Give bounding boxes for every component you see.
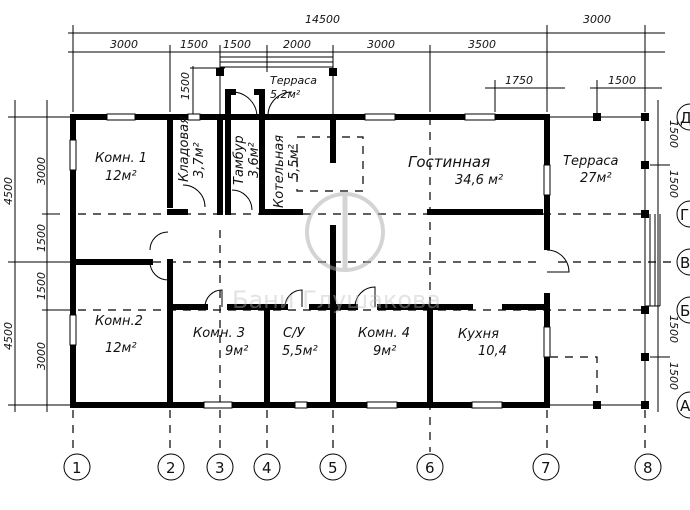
windows	[69, 113, 551, 409]
dim-left-outer: 4500	[2, 322, 15, 350]
axis-label: Д	[680, 109, 690, 127]
room-komn1-name: Комн. 1	[95, 151, 147, 166]
room-kotelnaya-area: 5,5м²	[287, 144, 302, 180]
axis-label: 5	[328, 459, 338, 477]
axis-label: 1	[72, 459, 82, 477]
axis-label: 7	[541, 459, 551, 477]
room-terrace-entry-name: Терраса	[270, 74, 317, 87]
dim-entry-depth: 1500	[179, 72, 192, 100]
dim-left-inner: 1500	[35, 272, 48, 300]
room-kotelnaya-name: Котельная	[272, 135, 287, 208]
axis-label: 4	[262, 459, 272, 477]
dim-left-inner: 1500	[35, 224, 48, 252]
dim-terrace-offset: 1750	[505, 74, 533, 87]
dim-right: 1500	[667, 315, 680, 343]
axis-bubbles-vertical: 1 2 3 4 5 6 7 8	[63, 453, 662, 481]
room-komn4-name: Комн. 4	[358, 326, 410, 341]
right-dimensions: 1500 1500 1500 1500	[650, 100, 680, 412]
axis-label: Г	[680, 206, 689, 224]
room-komn4-area: 9м²	[373, 344, 396, 359]
dim-left-inner: 3000	[35, 342, 48, 370]
doors	[149, 91, 570, 308]
left-dimensions: 4500 4500 3000 1500 1500 3000	[2, 100, 70, 412]
room-labels: Комн. 1 12м² Кладовая 3,7м² Тамбур 3,6м²…	[95, 74, 619, 359]
dim-left-inner: 3000	[35, 157, 48, 185]
room-terrace-entry-area: 5,2м²	[270, 88, 301, 101]
room-kladovaya-name: Кладовая	[177, 116, 192, 182]
room-tambur-area: 3,6м²	[247, 142, 262, 178]
room-komn2-area: 12м²	[105, 341, 137, 356]
room-gostinnaya-name: Гостинная	[408, 153, 490, 171]
dim-chain: 3000	[367, 38, 395, 51]
axis-label: А	[680, 397, 690, 415]
dim-chain: 1500	[223, 38, 251, 51]
watermark: Бани Глушакова	[232, 192, 441, 314]
axis-label: 3	[215, 459, 225, 477]
axis-label: 8	[643, 459, 653, 477]
dim-right: 1500	[667, 170, 680, 198]
dim-terrace: 3000	[583, 13, 611, 26]
dim-terrace-post: 1500	[608, 74, 636, 87]
top-dimensions: 14500 3000 3000 1500 1500 2000 3000 3500…	[68, 13, 665, 115]
axis-label: 2	[166, 459, 176, 477]
room-kuhnya-name: Кухня	[458, 327, 499, 342]
room-terrace-main-area: 27м²	[580, 171, 612, 186]
dim-right: 1500	[667, 120, 680, 148]
room-su-name: С/У	[283, 326, 305, 341]
dim-left-outer: 4500	[2, 177, 15, 205]
dim-chain: 2000	[283, 38, 311, 51]
watermark-text: Бани Глушакова	[232, 286, 441, 314]
room-komn2-name: Комн.2	[95, 314, 143, 329]
dim-chain: 3500	[468, 38, 496, 51]
walls	[70, 89, 551, 408]
axis-label: В	[680, 254, 690, 272]
room-komn3-area: 9м²	[225, 344, 248, 359]
main-terrace	[547, 113, 661, 409]
dim-chain: 1500	[180, 38, 208, 51]
dim-chain: 3000	[110, 38, 138, 51]
room-komn1-area: 12м²	[105, 169, 137, 184]
dim-right: 1500	[667, 362, 680, 390]
room-terrace-main-name: Терраса	[563, 154, 619, 169]
room-su-area: 5,5м²	[282, 344, 318, 359]
room-komn3-name: Комн. 3	[193, 326, 245, 341]
axis-label: Б	[680, 302, 690, 320]
room-tambur-name: Тамбур	[232, 135, 247, 185]
dim-overall: 14500	[305, 13, 340, 26]
room-kuhnya-area: 10,4	[478, 344, 507, 359]
axis-label: 6	[425, 459, 435, 477]
entry-terrace	[216, 56, 337, 117]
room-gostinnaya-area: 34,6 м²	[455, 173, 503, 188]
room-kladovaya-area: 3,7м²	[192, 142, 207, 178]
axis-bubbles-horizontal: Д Г В Б А	[676, 103, 690, 419]
